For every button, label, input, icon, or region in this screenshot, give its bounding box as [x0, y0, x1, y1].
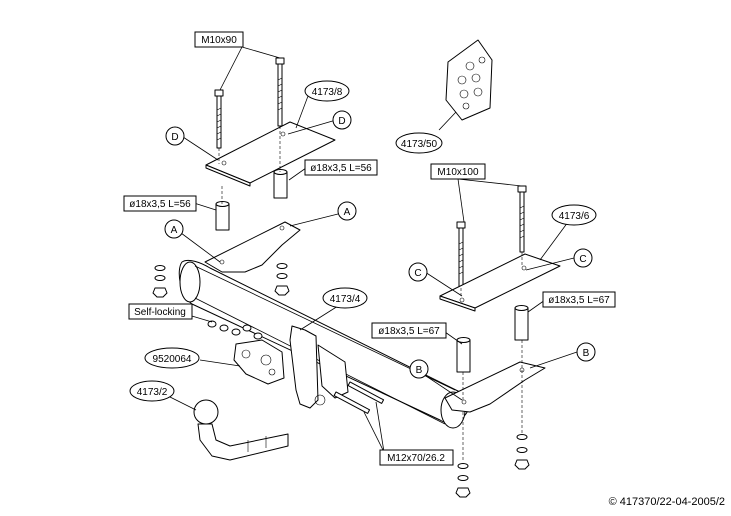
- bolt-m10x100-left: [456, 221, 466, 289]
- spacer-right-far: [514, 305, 529, 341]
- bracket-a: [204, 221, 301, 273]
- label-bolt-bottom: M12x70/26.2: [379, 449, 454, 466]
- label-letter-c1: C: [408, 262, 428, 282]
- label-ball-ref: 4173/2: [129, 380, 175, 402]
- copyright-text: © 417370/22-04-2005/2: [608, 496, 725, 508]
- label-self-locking: Self-locking: [128, 303, 193, 320]
- crossbar-4173-4: [178, 259, 471, 429]
- bolt-m10x90-left: [214, 89, 224, 149]
- detail-4173-50: [445, 39, 493, 121]
- svg-text:4173/4: 4173/4: [330, 294, 361, 305]
- bolt-m10x90-right: [275, 57, 285, 127]
- nut-stack-right-b: [455, 463, 471, 498]
- label-letter-d1: D: [165, 126, 185, 146]
- leader-lines: [167, 46, 578, 453]
- nut-stack-right-a: [514, 434, 530, 470]
- label-socket-plate-ref: 9520064: [144, 347, 200, 369]
- label-bolt-top: M10x90: [194, 31, 244, 48]
- label-spacer-right-far: ø18x3,5 L=67: [542, 291, 616, 308]
- svg-text:C: C: [579, 254, 586, 265]
- nut-stack-left-b: [274, 263, 290, 296]
- svg-text:ø18x3,5 L=56: ø18x3,5 L=56: [129, 199, 191, 210]
- svg-text:ø18x3,5 L=67: ø18x3,5 L=67: [548, 295, 610, 306]
- label-spacer-top-left: ø18x3,5 L=56: [123, 195, 197, 212]
- spacer-right-near: [456, 337, 471, 373]
- label-letter-b1: B: [409, 359, 429, 379]
- svg-text:4173/6: 4173/6: [559, 211, 590, 222]
- spacer-left-top: [273, 169, 288, 199]
- label-spacer-top-right: ø18x3,5 L=56: [304, 159, 378, 176]
- svg-text:M12x70/26.2: M12x70/26.2: [387, 453, 445, 464]
- right-bracket-group: [439, 185, 561, 498]
- svg-text:4173/50: 4173/50: [401, 139, 438, 150]
- label-plate-left-ref: 4173/8: [304, 80, 350, 102]
- svg-text:D: D: [338, 116, 345, 127]
- svg-text:4173/8: 4173/8: [312, 87, 343, 98]
- svg-text:ø18x3,5 L=56: ø18x3,5 L=56: [310, 163, 372, 174]
- svg-text:9520064: 9520064: [153, 354, 192, 365]
- svg-text:M10x100: M10x100: [437, 167, 479, 178]
- self-locking-nuts: [207, 320, 263, 340]
- plate-4173-6: [439, 253, 561, 309]
- label-letter-a2: A: [337, 201, 357, 221]
- label-letter-c2: C: [573, 248, 593, 268]
- svg-text:M10x90: M10x90: [201, 35, 237, 46]
- label-crossbar-ref: 4173/4: [322, 287, 368, 309]
- svg-text:Self-locking: Self-locking: [134, 307, 186, 318]
- label-detail-ref: 4173/50: [395, 132, 443, 154]
- svg-text:4173/2: 4173/2: [137, 387, 168, 398]
- bolts-m12x70: [333, 381, 385, 414]
- label-spacer-right-near: ø18x3,5 L=67: [371, 322, 447, 339]
- svg-text:C: C: [414, 268, 421, 279]
- nut-stack-left-a: [152, 265, 168, 298]
- towball-4173-2: [193, 399, 289, 461]
- left-bracket-group: [152, 57, 336, 298]
- bracket-b: [444, 361, 546, 413]
- label-letter-a1: A: [164, 219, 184, 239]
- svg-text:D: D: [171, 132, 178, 143]
- spacer-left-bottom: [215, 201, 230, 231]
- svg-text:B: B: [583, 348, 590, 359]
- label-letter-b2: B: [576, 342, 596, 362]
- svg-text:B: B: [416, 365, 423, 376]
- svg-text:ø18x3,5 L=67: ø18x3,5 L=67: [378, 326, 440, 337]
- bolt-m10x100-right: [517, 185, 527, 253]
- svg-text:A: A: [344, 207, 351, 218]
- label-letter-d2: D: [332, 110, 352, 130]
- svg-text:A: A: [171, 225, 178, 236]
- label-plate-right-ref: 4173/6: [551, 204, 597, 226]
- label-bolt-right: M10x100: [430, 163, 486, 180]
- socket-plate-9520064: [233, 339, 285, 385]
